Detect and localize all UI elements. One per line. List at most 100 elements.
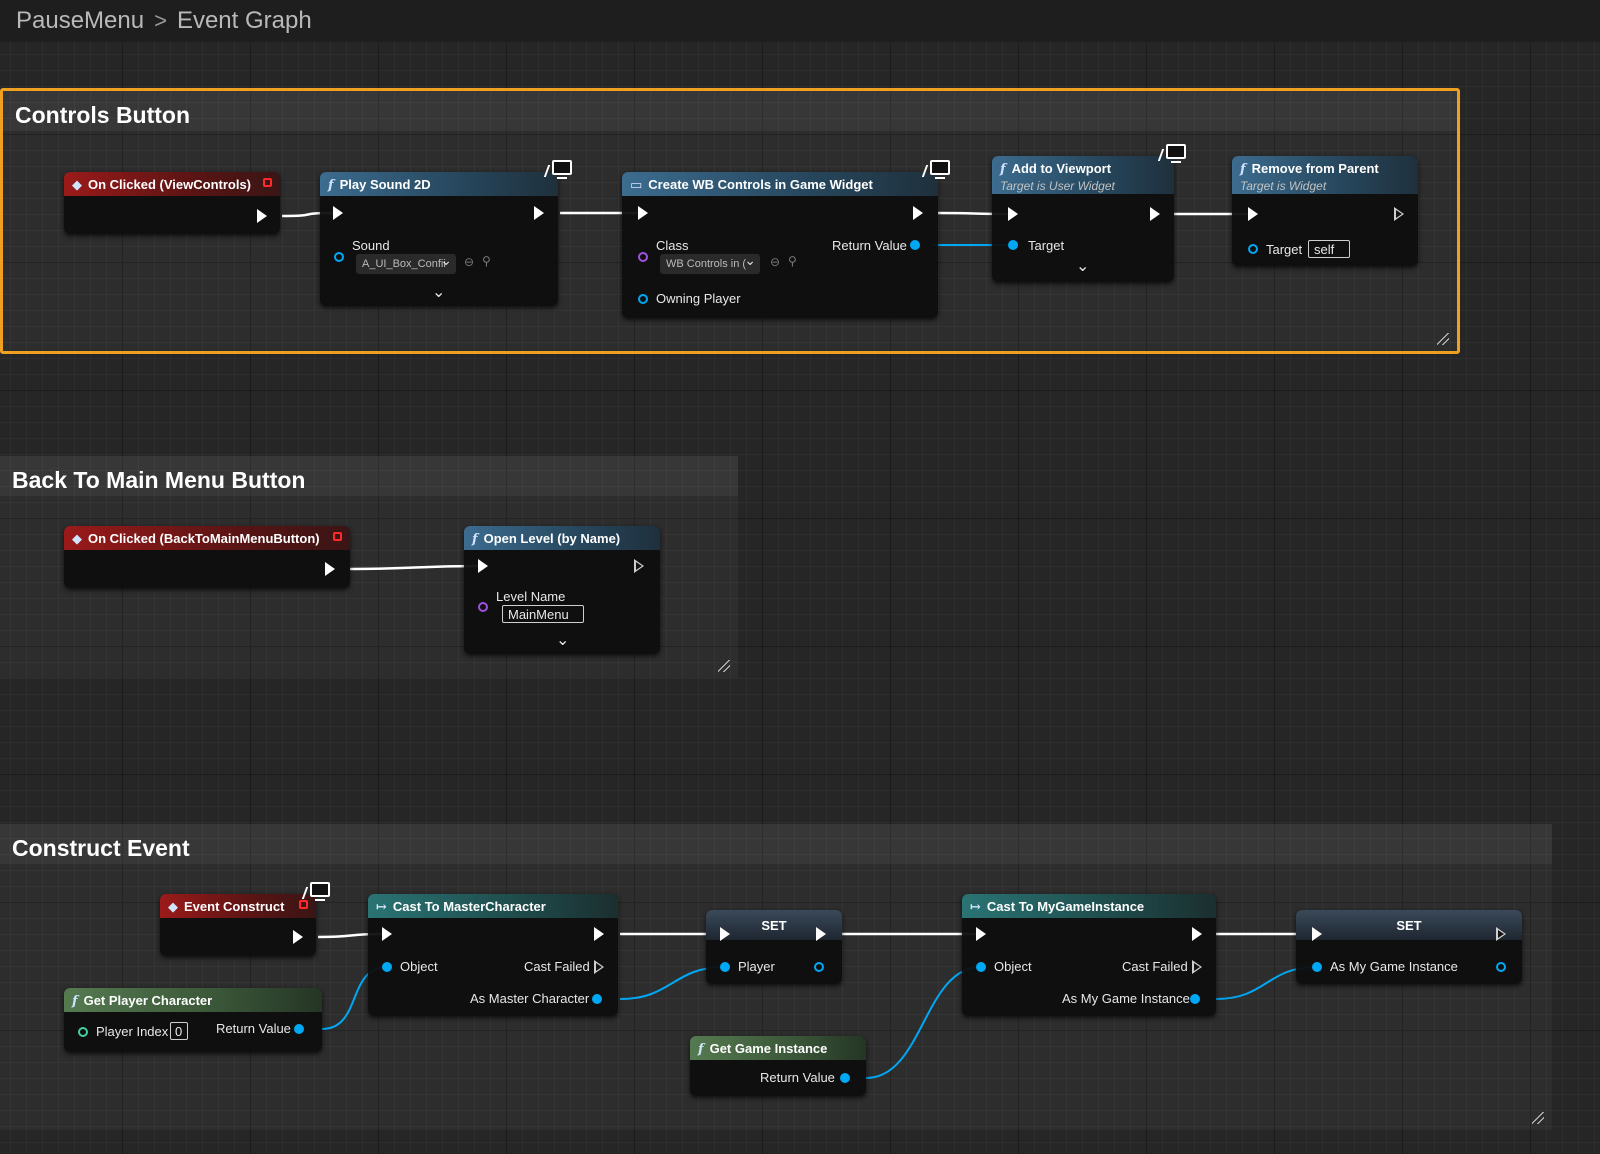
- breadcrumb-graph[interactable]: Event Graph: [176, 7, 312, 34]
- return-value-pin[interactable]: [294, 1024, 304, 1034]
- return-value-pin[interactable]: [840, 1073, 850, 1083]
- level-name-field[interactable]: MainMenu: [502, 605, 584, 623]
- exec-out-pin[interactable]: [634, 559, 644, 573]
- comment-controls-button[interactable]: Controls Button: [0, 88, 1460, 354]
- pin-label: As My Game Instance: [1062, 991, 1190, 1006]
- node-cast-to-master-character[interactable]: ↦Cast To MasterCharacter: [368, 894, 618, 1016]
- monitor-icon: [930, 160, 950, 179]
- event-delegate-icon[interactable]: [333, 532, 342, 541]
- use-selected-icon[interactable]: ⊖: [770, 255, 781, 269]
- pin-label: Object: [400, 959, 438, 974]
- level-name-pin[interactable]: [478, 602, 488, 612]
- exec-in-pin[interactable]: [382, 927, 392, 941]
- expand-chevron-icon[interactable]: ⌄: [432, 284, 446, 301]
- exec-out-pin[interactable]: [913, 206, 923, 220]
- as-my-game-instance-pin[interactable]: [1190, 994, 1200, 1004]
- node-event-construct[interactable]: ◆ Event Construct: [160, 894, 316, 956]
- owning-player-pin[interactable]: [638, 294, 648, 304]
- event-delegate-icon[interactable]: [299, 900, 308, 909]
- target-pin[interactable]: [1008, 240, 1018, 250]
- exec-out-pin[interactable]: [1394, 207, 1404, 221]
- node-title: Cast To MyGameInstance: [986, 899, 1145, 914]
- widget-icon: ▭: [630, 178, 643, 193]
- exec-out-pin[interactable]: [1496, 927, 1506, 941]
- object-pin[interactable]: [382, 962, 392, 972]
- comment-back-to-main-menu[interactable]: Back To Main Menu Button: [0, 456, 738, 678]
- cast-arrow-icon: ↦: [970, 900, 981, 915]
- exec-out-pin[interactable]: [1192, 927, 1202, 941]
- browse-search-icon[interactable]: ⚲: [788, 254, 797, 268]
- cast-failed-pin[interactable]: [594, 960, 604, 974]
- target-pin[interactable]: [1248, 244, 1258, 254]
- target-self-field[interactable]: self: [1308, 240, 1350, 258]
- player-in-pin[interactable]: [720, 962, 730, 972]
- pin-label: Return Value: [216, 1021, 291, 1036]
- breadcrumb-blueprint[interactable]: PauseMenu: [16, 7, 145, 34]
- pin-label: Sound: [352, 238, 390, 253]
- event-diamond-icon: ◆: [168, 900, 178, 915]
- comment-construct-event[interactable]: Construct Event: [0, 824, 1552, 1130]
- comment-title: Construct Event: [0, 824, 1552, 864]
- node-title: SET: [761, 918, 787, 933]
- node-title: Open Level (by Name): [483, 531, 621, 546]
- pin-label: Player: [738, 959, 775, 974]
- use-selected-icon[interactable]: ⊖: [464, 255, 475, 269]
- resize-handle-icon[interactable]: [718, 660, 730, 672]
- as-my-game-instance-in-pin[interactable]: [1312, 962, 1322, 972]
- exec-in-pin[interactable]: [720, 927, 730, 941]
- node-title: Get Game Instance: [709, 1041, 828, 1056]
- pin-label: Player Index: [96, 1024, 169, 1039]
- exec-out-pin[interactable]: [325, 562, 335, 576]
- object-pin[interactable]: [976, 962, 986, 972]
- browse-search-icon[interactable]: ⚲: [482, 254, 491, 268]
- exec-in-pin[interactable]: [1008, 207, 1018, 221]
- node-subtitle: Target is Widget: [1240, 179, 1327, 193]
- node-on-clicked-view-controls[interactable]: ◆On Clicked (ViewControls): [64, 172, 280, 234]
- exec-in-pin[interactable]: [333, 206, 343, 220]
- player-index-field[interactable]: 0: [170, 1022, 188, 1040]
- exec-in-pin[interactable]: [638, 206, 648, 220]
- as-master-character-pin[interactable]: [592, 994, 602, 1004]
- player-out-pin[interactable]: [814, 962, 824, 972]
- expand-chevron-icon[interactable]: ⌄: [556, 632, 570, 649]
- exec-out-pin[interactable]: [293, 930, 303, 944]
- return-value-pin[interactable]: [910, 240, 920, 250]
- event-delegate-icon[interactable]: [263, 178, 272, 187]
- player-index-pin[interactable]: [78, 1027, 88, 1037]
- exec-in-pin[interactable]: [976, 927, 986, 941]
- class-dropdown[interactable]: WB Controls in (: [660, 254, 760, 274]
- exec-out-pin[interactable]: [1150, 207, 1160, 221]
- breadcrumb: PauseMenu > Event Graph: [0, 0, 1600, 42]
- node-create-widget[interactable]: ▭Create WB Controls in Game Widget: [622, 172, 938, 318]
- sound-dropdown[interactable]: A_UI_Box_Confii: [356, 254, 456, 274]
- event-diamond-icon: ◆: [72, 178, 82, 193]
- resize-handle-icon[interactable]: [1437, 333, 1449, 345]
- function-icon: f: [1240, 162, 1246, 177]
- expand-chevron-icon[interactable]: ⌄: [1076, 258, 1090, 275]
- node-title: Event Construct: [184, 899, 285, 914]
- as-my-game-instance-out-pin[interactable]: [1496, 962, 1506, 972]
- exec-out-pin[interactable]: [257, 209, 267, 223]
- exec-out-pin[interactable]: [534, 206, 544, 220]
- node-title: SET: [1396, 918, 1422, 933]
- sound-pin[interactable]: [334, 252, 344, 262]
- class-pin[interactable]: [638, 252, 648, 262]
- node-cast-to-my-game-instance[interactable]: ↦ Cast To MyGameInstance: [962, 894, 1216, 1016]
- node-on-clicked-back[interactable]: ◆On Clicked (BackToMainMenuButton): [64, 526, 350, 588]
- exec-in-pin[interactable]: [1312, 927, 1322, 941]
- cast-failed-pin[interactable]: [1192, 960, 1202, 974]
- resize-handle-icon[interactable]: [1532, 1112, 1544, 1124]
- exec-in-pin[interactable]: [478, 559, 488, 573]
- pin-label: As My Game Instance: [1330, 959, 1458, 974]
- exec-out-pin[interactable]: [594, 927, 604, 941]
- event-diamond-icon: ◆: [72, 532, 82, 547]
- exec-out-pin[interactable]: [816, 927, 826, 941]
- node-set-game-instance[interactable]: SET: [1296, 910, 1522, 984]
- exec-in-pin[interactable]: [1248, 207, 1258, 221]
